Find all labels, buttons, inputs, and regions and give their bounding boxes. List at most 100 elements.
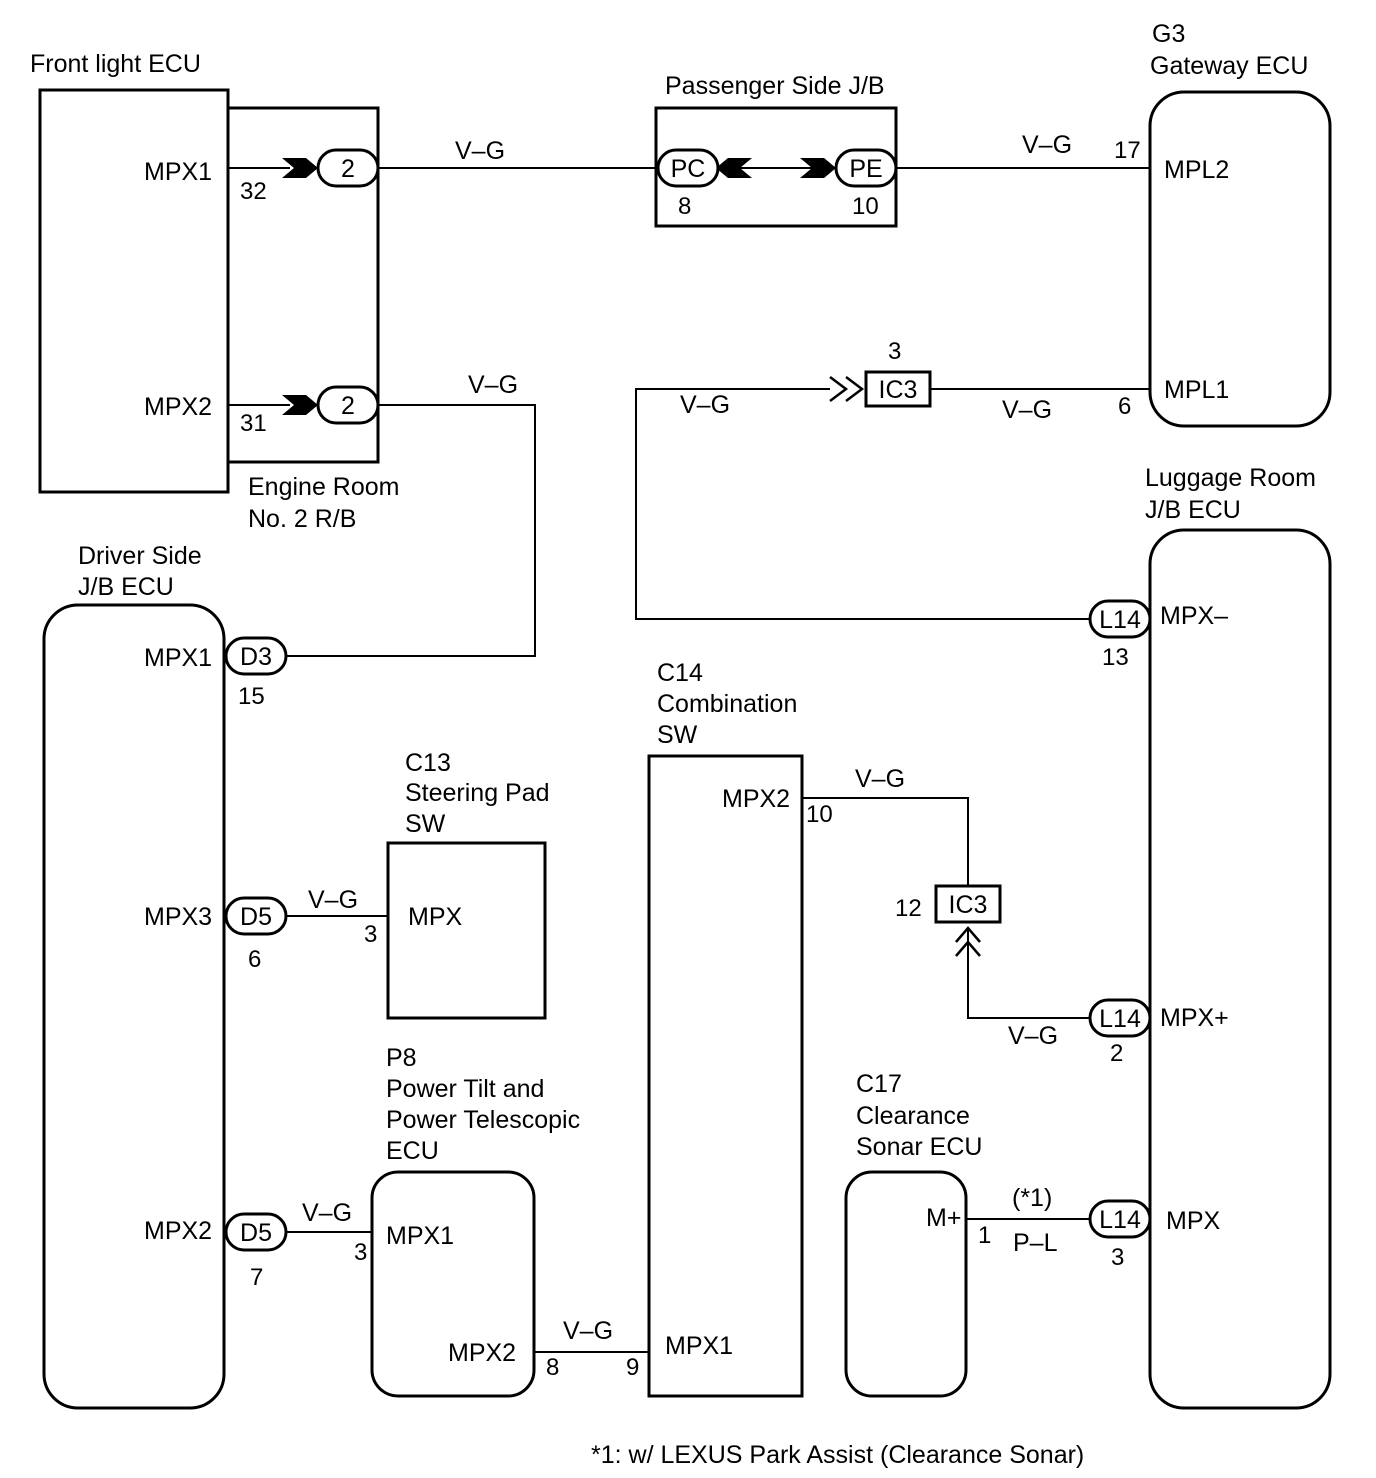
wire-color-label: V–G bbox=[468, 371, 518, 399]
luggage-mpx-plus-label: MPX+ bbox=[1160, 1004, 1229, 1032]
connector-ic3-mid bbox=[934, 884, 1002, 924]
connector-er-2-top-label: 2 bbox=[341, 155, 355, 183]
wire-color-label: V–G bbox=[855, 765, 905, 793]
wire-c14-to-ic3 bbox=[802, 797, 969, 886]
pin-number: 31 bbox=[240, 410, 267, 437]
driver-jb-mpx2-label: MPX2 bbox=[144, 1217, 212, 1245]
pin-number: 15 bbox=[238, 683, 265, 710]
power-tilt-mpx2-label: MPX2 bbox=[448, 1339, 516, 1367]
power-tilt-title-line2: Power Telescopic bbox=[386, 1106, 580, 1134]
connector-d3-label: D3 bbox=[240, 643, 272, 671]
connector-ic3-top bbox=[864, 370, 932, 408]
connector-d5-bottom bbox=[224, 1212, 288, 1252]
connectors: 2 2 PC PE IC3 IC3 D3 D5 D5 L14 L14 L14 bbox=[224, 148, 1152, 1252]
pin-numbers: 32 31 8 10 17 6 3 13 15 6 3 10 12 2 7 3 … bbox=[238, 137, 1141, 1381]
connector-d5-bottom-label: D5 bbox=[240, 1219, 272, 1247]
wire-color-label: V–G bbox=[1008, 1022, 1058, 1050]
wire-color-labels: V–G V–G V–G V–G V–G V–G V–G V–G V–G V–G … bbox=[302, 131, 1072, 1345]
wire-color-label: V–G bbox=[1022, 131, 1072, 159]
pin-number: 3 bbox=[364, 921, 377, 948]
connector-er-2-bottom bbox=[316, 385, 380, 425]
steering-pad-title-line1: Steering Pad bbox=[405, 779, 550, 807]
combination-switch: C14 Combination SW MPX2 MPX1 bbox=[647, 659, 804, 1398]
connector-l14-top bbox=[1088, 599, 1152, 639]
wires bbox=[228, 167, 1150, 1353]
wire-option-note: (*1) bbox=[1012, 1184, 1052, 1212]
chevron-right-icon bbox=[296, 395, 318, 415]
engine-room-title-line2: No. 2 R/B bbox=[248, 505, 356, 533]
pin-number: 10 bbox=[806, 801, 833, 828]
steering-pad-title-line2: SW bbox=[405, 810, 446, 838]
clearance-sonar-title-line2: Sonar ECU bbox=[856, 1133, 982, 1161]
clearance-sonar-title-line1: Clearance bbox=[856, 1102, 970, 1130]
connector-pc-label: PC bbox=[671, 155, 706, 183]
wire-color-label: P–L bbox=[1013, 1229, 1058, 1257]
combination-sw-mpx1-label: MPX1 bbox=[665, 1332, 733, 1360]
open-chevron-right-icon bbox=[845, 376, 865, 402]
pin-number: 8 bbox=[546, 1354, 559, 1381]
front-light-mpx1-label: MPX1 bbox=[144, 158, 212, 186]
connector-ic3-top-label: IC3 bbox=[879, 376, 918, 404]
front-light-ecu: Front light ECU MPX1 MPX2 bbox=[30, 50, 230, 494]
front-light-mpx2-label: MPX2 bbox=[144, 393, 212, 421]
connector-d3 bbox=[224, 636, 288, 676]
wire-color-label: V–G bbox=[308, 886, 358, 914]
driver-jb-title-line2: J/B ECU bbox=[78, 573, 174, 601]
power-tilt-code: P8 bbox=[386, 1044, 417, 1072]
connector-l14-bottom-label: L14 bbox=[1099, 1206, 1141, 1234]
power-tilt-title-line3: ECU bbox=[386, 1137, 439, 1165]
pin-number: 1 bbox=[978, 1222, 991, 1249]
wire-color-label: V–G bbox=[680, 391, 730, 419]
chevron-right-icon bbox=[814, 158, 836, 178]
luggage-jb-title-line1: Luggage Room bbox=[1145, 464, 1316, 492]
clearance-sonar-m-plus-label: M+ bbox=[926, 1204, 961, 1232]
wire-er-to-d3 bbox=[286, 404, 536, 657]
passenger-jb-title: Passenger Side J/B bbox=[665, 72, 885, 100]
pin-number: 13 bbox=[1102, 644, 1129, 671]
connector-ic3-mid-label: IC3 bbox=[949, 891, 988, 919]
wire-color-label: V–G bbox=[1002, 396, 1052, 424]
gateway-ecu-title: Gateway ECU bbox=[1150, 52, 1308, 80]
open-chevron-right-icon bbox=[829, 376, 849, 402]
connector-pc bbox=[656, 148, 720, 188]
pin-number: 7 bbox=[250, 1264, 263, 1291]
open-chevron-up-icon bbox=[955, 940, 981, 957]
driver-jb-title-line1: Driver Side bbox=[78, 542, 202, 570]
luggage-mpx-minus-label: MPX– bbox=[1160, 602, 1228, 630]
open-chevron-up-icon bbox=[955, 926, 981, 943]
wire-color-label: V–G bbox=[302, 1199, 352, 1227]
connector-d5-mid bbox=[224, 896, 288, 936]
connector-er-2-bottom-label: 2 bbox=[341, 392, 355, 420]
combination-sw-mpx2-label: MPX2 bbox=[722, 785, 790, 813]
power-tilt-mpx1-label: MPX1 bbox=[386, 1222, 454, 1250]
driver-jb-mpx1-label: MPX1 bbox=[144, 644, 212, 672]
connector-pe bbox=[834, 148, 898, 188]
power-tilt-title-line1: Power Tilt and bbox=[386, 1075, 544, 1103]
engine-room-title-line1: Engine Room bbox=[248, 473, 399, 501]
driver-jb-mpx3-label: MPX3 bbox=[144, 903, 212, 931]
connector-l14-mid bbox=[1088, 998, 1152, 1038]
engine-room-relay-block: Engine Room No. 2 R/B bbox=[228, 106, 399, 533]
pin-number: 6 bbox=[1118, 393, 1131, 420]
steering-pad-code: C13 bbox=[405, 749, 451, 777]
pin-number: 9 bbox=[626, 1354, 639, 1381]
pin-number: 17 bbox=[1114, 137, 1141, 164]
connector-l14-mid-label: L14 bbox=[1099, 1005, 1141, 1033]
connector-l14-bottom bbox=[1088, 1199, 1152, 1239]
clearance-sonar-ecu: C17 Clearance Sonar ECU M+ bbox=[844, 1070, 982, 1398]
pin-number: 32 bbox=[240, 178, 267, 205]
steering-pad-mpx-label: MPX bbox=[408, 903, 463, 931]
gateway-ecu-code: G3 bbox=[1152, 20, 1185, 48]
luggage-room-jb-ecu: Luggage Room J/B ECU MPX– MPX+ MPX bbox=[1145, 464, 1332, 1410]
front-light-ecu-title: Front light ECU bbox=[30, 50, 201, 78]
connector-d5-mid-label: D5 bbox=[240, 903, 272, 931]
wire-color-label: V–G bbox=[563, 1317, 613, 1345]
pin-number: 3 bbox=[354, 1239, 367, 1266]
wire-l14-to-ic3 bbox=[635, 388, 1090, 620]
clearance-sonar-code: C17 bbox=[856, 1070, 902, 1098]
pin-number: 2 bbox=[1110, 1040, 1123, 1067]
luggage-mpx-label: MPX bbox=[1166, 1207, 1221, 1235]
power-tilt-telescopic-ecu: P8 Power Tilt and Power Telescopic ECU M… bbox=[370, 1044, 580, 1398]
pin-number: 8 bbox=[678, 193, 691, 220]
